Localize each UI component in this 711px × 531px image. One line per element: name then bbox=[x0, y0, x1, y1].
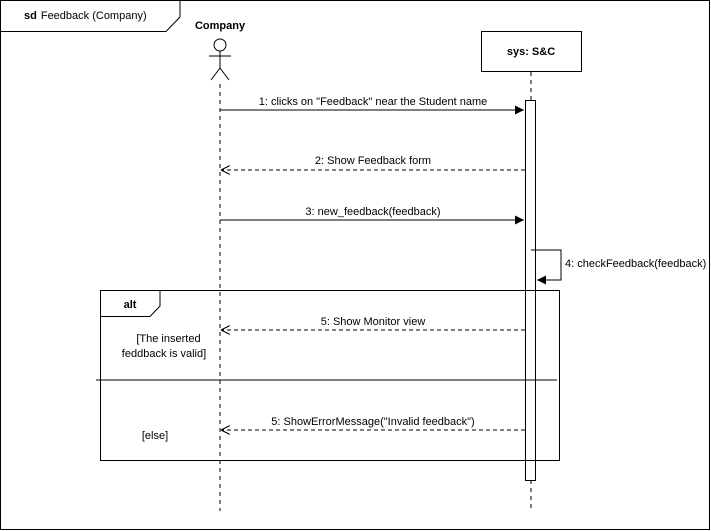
alt-guard-valid: [The inserted feddback is valid] bbox=[122, 333, 206, 360]
message-3-label: 3: new_feedback(feedback) bbox=[305, 206, 440, 218]
alt-guard-else: [else] bbox=[142, 430, 168, 442]
frame-title: sd Feedback (Company) bbox=[24, 10, 147, 22]
message-4-label: 4: checkFeedback(feedback) bbox=[565, 258, 706, 270]
alt-guard-valid-line-1: [The inserted bbox=[136, 333, 200, 345]
message-1-label: 1: clicks on "Feedback" near the Student… bbox=[259, 96, 488, 108]
alt-guard-valid-line-2: feddback is valid] bbox=[122, 348, 206, 360]
system-head-box bbox=[481, 31, 582, 72]
message-5-else-label: 5: ShowErrorMessage("Invalid feedback") bbox=[271, 416, 474, 428]
message-2-label: 2: Show Feedback form bbox=[315, 155, 431, 167]
system-name: sys: S&C bbox=[507, 46, 555, 58]
message-4-self-arrow bbox=[531, 249, 562, 285]
alt-fragment-tab bbox=[100, 290, 161, 317]
frame-title-tab bbox=[0, 0, 181, 32]
alt-operator: alt bbox=[124, 299, 137, 311]
actor-stick-figure-icon bbox=[209, 38, 231, 81]
frame-title-text: Feedback (Company) bbox=[41, 10, 147, 22]
actor-name: Company bbox=[195, 20, 246, 32]
message-5-label: 5: Show Monitor view bbox=[321, 316, 426, 328]
alt-fragment-frame bbox=[100, 290, 560, 461]
frame-keyword: sd bbox=[24, 10, 37, 22]
